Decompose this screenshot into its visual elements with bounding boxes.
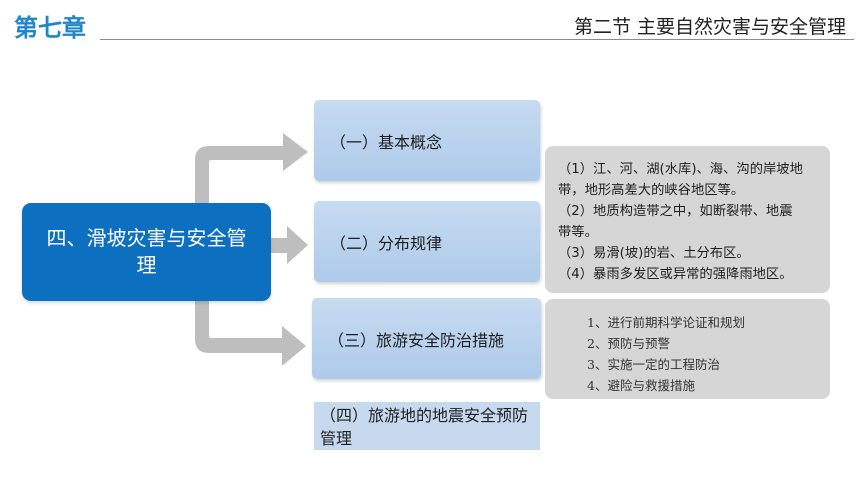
branch-label: （三）旅游安全防治措施 bbox=[328, 330, 505, 350]
section-title: 第二节 主要自然灾害与安全管理 bbox=[573, 16, 846, 38]
measure-item: 1、进行前期科学论证和规划 bbox=[587, 315, 745, 330]
measure-item: 2、预防与预警 bbox=[587, 336, 670, 351]
detail-line: （1）江、河、湖(水库)、海、沟的岸坡地 bbox=[558, 162, 803, 177]
main-topic-box: 四、滑坡灾害与安全管理 bbox=[22, 203, 271, 301]
branch-label: （四）旅游地的地震安全预防管理 bbox=[320, 406, 529, 448]
chapter-title: 第七章 bbox=[14, 14, 86, 42]
branch-earthquake-management: （四）旅游地的地震安全预防管理 bbox=[314, 402, 540, 450]
arrow-to-measures bbox=[195, 300, 306, 366]
detail-line: 带，地形高差大的峡谷地区等。 bbox=[558, 183, 745, 198]
detail-line: （4）暴雨多发区或异常的强降雨地区。 bbox=[558, 267, 793, 282]
branch-label: （一）基本概念 bbox=[330, 132, 443, 152]
measures-detail-box: 1、进行前期科学论证和规划 2、预防与预警 3、实施一定的工程防治 4、避险与救… bbox=[545, 299, 830, 399]
arrow-to-basic-concept bbox=[195, 133, 308, 205]
branch-label: （二）分布规律 bbox=[330, 233, 443, 253]
branch-basic-concept: （一）基本概念 bbox=[314, 100, 540, 181]
main-topic-label: 四、滑坡灾害与安全管理 bbox=[46, 226, 247, 277]
detail-line: （2）地质构造带之中，如断裂带、地震 bbox=[558, 204, 793, 219]
header-rule bbox=[100, 39, 854, 40]
arrow-to-distribution bbox=[271, 226, 308, 264]
distribution-detail-box: （1）江、河、湖(水库)、海、沟的岸坡地 带，地形高差大的峡谷地区等。 （2）地… bbox=[545, 146, 830, 293]
detail-line: 带等。 bbox=[558, 225, 598, 240]
measure-item: 4、避险与救援措施 bbox=[587, 378, 695, 393]
branch-safety-measures: （三）旅游安全防治措施 bbox=[312, 298, 541, 379]
detail-line: （3）易滑(坡)的岩、土分布区。 bbox=[558, 246, 750, 261]
branch-distribution: （二）分布规律 bbox=[314, 201, 540, 282]
measure-item: 3、实施一定的工程防治 bbox=[587, 357, 720, 372]
